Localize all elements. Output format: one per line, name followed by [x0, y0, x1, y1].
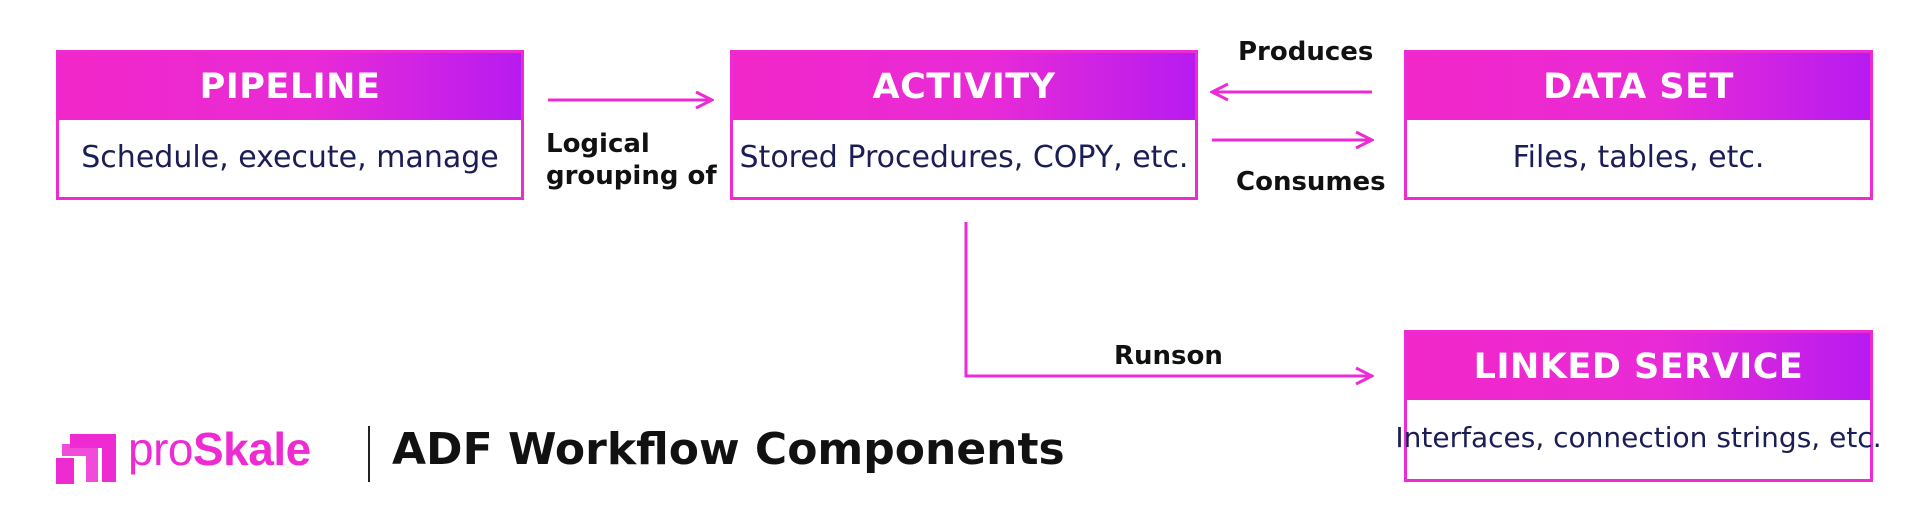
activity-description: Stored Procedures, COPY, etc.	[739, 139, 1189, 175]
dataset-title: DATA SET	[1407, 53, 1870, 120]
footer-divider	[368, 426, 370, 482]
pipeline-node: PIPELINE Schedule, execute, manage	[56, 50, 524, 200]
logical-grouping-label-line1: Logical	[546, 129, 650, 159]
linked-service-description: Interfaces, connection strings, etc.	[1395, 420, 1882, 454]
proskale-logo-icon	[56, 434, 116, 484]
dataset-node: DATA SET Files, tables, etc.	[1404, 50, 1873, 200]
runson-arrow	[964, 222, 1372, 376]
linked-service-title: LINKED SERVICE	[1407, 333, 1870, 400]
produces-label: Produces	[1238, 37, 1374, 67]
brand-pro: pro	[128, 423, 193, 475]
runson-label: Runson	[1114, 341, 1223, 371]
dataset-description: Files, tables, etc.	[1512, 139, 1765, 175]
linked-service-node: LINKED SERVICE Interfaces, connection st…	[1395, 330, 1882, 482]
consumes-label: Consumes	[1236, 167, 1386, 197]
activity-title: ACTIVITY	[733, 53, 1195, 120]
pipeline-description: Schedule, execute, manage	[81, 139, 499, 175]
brand-wordmark: proSkale	[128, 422, 311, 476]
brand-skale: Skale	[192, 423, 311, 475]
logical-grouping-label-line2: grouping of	[546, 161, 717, 191]
footer-title: ADF Workflow Components	[392, 424, 1065, 475]
logical-grouping-label: Logical grouping of	[546, 128, 717, 192]
activity-node: ACTIVITY Stored Procedures, COPY, etc.	[730, 50, 1198, 200]
pipeline-title: PIPELINE	[59, 53, 521, 120]
